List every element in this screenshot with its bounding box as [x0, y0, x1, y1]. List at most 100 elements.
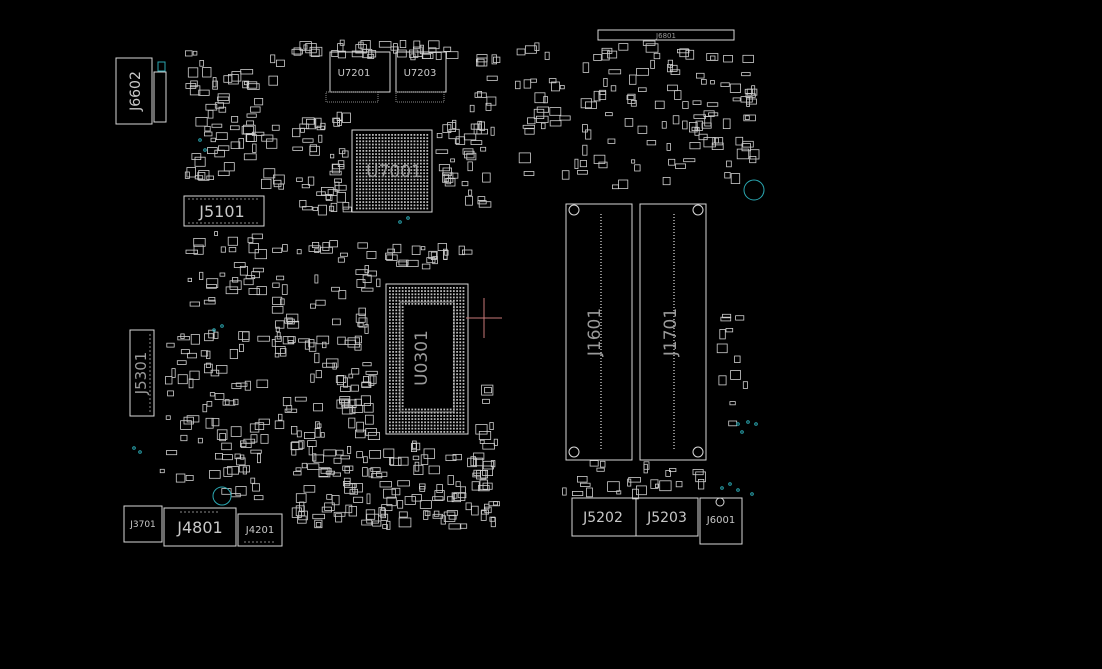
bga-ball: [398, 431, 401, 433]
bga-u7001[interactable]: U7001: [351, 129, 433, 213]
smd-part: [450, 158, 455, 163]
bga-ball: [416, 182, 419, 184]
bga-ball: [372, 178, 374, 181]
bga-ball: [362, 172, 365, 175]
bga-ball: [405, 290, 407, 292]
cpu-u0301[interactable]: U0301: [385, 283, 469, 435]
bga-ball: [453, 296, 455, 299]
connector-j6602[interactable]: J6602: [115, 57, 167, 125]
bga-ball: [368, 159, 371, 162]
smd-part: [321, 341, 327, 349]
bga-ball: [391, 194, 393, 197]
smd-part: [345, 504, 353, 514]
smd-part: [282, 244, 288, 252]
bga-ball: [388, 188, 390, 191]
bga-ball: [375, 185, 377, 187]
dimm-slot-j1601[interactable]: J1601: [565, 203, 633, 461]
bga-ball: [424, 418, 426, 420]
bga-ball: [398, 335, 401, 337]
bga-ball: [398, 418, 401, 420]
bga-ball: [397, 172, 400, 175]
bga-ball: [388, 194, 390, 197]
bga-ball: [381, 178, 384, 181]
connector-j4201[interactable]: J4201: [237, 513, 283, 547]
smd-part: [313, 403, 324, 412]
smd-part: [340, 385, 351, 392]
connector-j3701[interactable]: J3701: [123, 505, 163, 543]
smd-part: [346, 445, 352, 454]
smd-part: [238, 331, 250, 341]
bga-ball: [416, 143, 419, 146]
smd-part: [675, 163, 686, 169]
bga-ball: [368, 137, 371, 139]
chip-u7201[interactable]: U7201: [325, 51, 391, 103]
bga-ball: [365, 175, 368, 178]
smd-part: [291, 449, 297, 456]
bga-ball: [392, 344, 394, 347]
bga-ball: [392, 399, 394, 401]
bga-ball: [453, 335, 455, 337]
bga-ball: [395, 347, 398, 350]
bga-ball: [426, 201, 429, 203]
smd-part: [272, 247, 283, 253]
bga-ball: [423, 194, 425, 197]
bga-ball: [392, 309, 394, 312]
bga-ball: [456, 392, 458, 395]
smd-part: [422, 53, 431, 60]
bga-ball: [391, 198, 393, 200]
smd-part: [309, 145, 320, 156]
bga-ball: [400, 204, 403, 207]
smd-part: [742, 140, 754, 148]
bga-ball: [375, 204, 377, 207]
bga-ball: [392, 424, 394, 427]
bga-ball: [405, 427, 407, 430]
bga-ball: [453, 315, 455, 318]
smd-part: [256, 286, 267, 296]
bga-ball: [394, 159, 397, 162]
smd-part: [284, 317, 293, 324]
bga-ball: [462, 344, 465, 347]
smd-part: [432, 513, 444, 519]
smd-part: [307, 463, 320, 470]
bga-ball: [388, 162, 390, 165]
smd-part: [459, 523, 468, 529]
bga-ball: [423, 153, 425, 155]
chip-u7203[interactable]: U7203: [395, 51, 447, 103]
smd-part: [314, 519, 323, 529]
bga-ball: [426, 153, 429, 155]
bga-ball: [401, 389, 404, 392]
bga-ball: [416, 188, 419, 191]
smd-part: [339, 39, 345, 46]
smd-part: [254, 98, 264, 106]
bga-ball: [433, 411, 436, 414]
bga-ball: [459, 341, 462, 344]
connector-j6001[interactable]: J6001: [699, 497, 743, 545]
connector-j5301[interactable]: J5301: [129, 329, 155, 417]
smd-part: [484, 506, 492, 514]
connector-j4801[interactable]: J4801: [163, 507, 237, 547]
bga-ball: [462, 383, 465, 385]
bga-ball: [359, 137, 361, 139]
connector-j5101[interactable]: J5101: [183, 195, 265, 227]
smd-part: [601, 47, 613, 54]
bga-ball: [389, 411, 391, 414]
smd-part: [404, 496, 416, 505]
bga-ball: [423, 172, 425, 175]
connector-j5203[interactable]: J5203: [635, 497, 699, 537]
smd-part: [645, 43, 659, 53]
bga-ball: [392, 392, 394, 395]
bga-ball: [440, 303, 442, 305]
bga-ball: [453, 344, 455, 347]
smd-part: [339, 252, 348, 257]
dimm-slot-j1701[interactable]: J1701: [639, 203, 707, 461]
bga-ball: [424, 303, 426, 305]
smd-part: [585, 101, 597, 110]
smd-part: [436, 484, 443, 494]
bga-ball: [381, 153, 384, 155]
connector-j6801[interactable]: J6801: [597, 29, 735, 41]
smd-part: [296, 430, 302, 438]
bga-ball: [368, 207, 371, 210]
bga-ball: [456, 341, 458, 344]
smd-part: [482, 442, 495, 450]
